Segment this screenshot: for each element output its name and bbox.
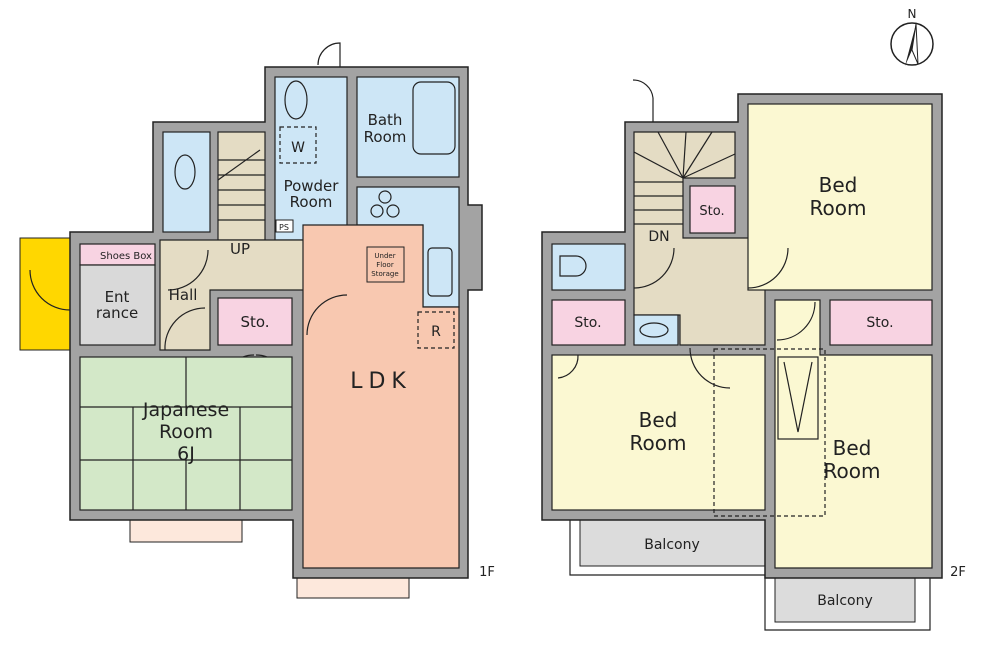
toilet-door-swing — [167, 249, 209, 291]
back-door-swing — [317, 42, 341, 67]
bathtub-icon — [412, 81, 456, 155]
powder-room-label-2: Room — [290, 193, 333, 211]
bedroom-top-door-swing — [747, 247, 789, 289]
porch-step — [19, 237, 73, 351]
dn-label: DN — [648, 229, 669, 245]
storage-right-2f — [829, 299, 933, 346]
floor-2: Balcony Balcony DN Sto. Bed Room Sto. St… — [541, 79, 966, 631]
bedroom-right-label-2: Room — [824, 459, 881, 483]
ps-label: PS — [279, 223, 289, 232]
bath-room-label-2: Room — [364, 128, 407, 146]
storage-stair-label: Sto. — [699, 204, 724, 219]
stove-icon — [370, 190, 400, 218]
ps-box — [275, 219, 294, 233]
bedroom-right-door-swing — [776, 301, 816, 341]
compass: N — [890, 7, 934, 66]
bedroom-left-label-2: Room — [630, 431, 687, 455]
powder-room-label: Powder — [284, 177, 340, 195]
storage-right-label: Sto. — [866, 315, 893, 331]
storage-stair-2f — [689, 185, 736, 234]
north-arrow-icon-half — [911, 23, 919, 65]
washer-label: W — [291, 140, 305, 156]
ldk-door-swing — [306, 294, 348, 336]
japanese-room-label-3: 6J — [177, 443, 195, 465]
bath-room — [356, 76, 460, 178]
balcony-left — [579, 519, 766, 567]
stair-treads-2f — [633, 131, 736, 225]
shoes-box-label: Shoes Box — [100, 251, 152, 262]
attic-ladder-arrow — [783, 361, 813, 433]
toilet-1f — [162, 131, 211, 233]
floor-1-label: 1F — [479, 565, 495, 580]
entrance — [79, 264, 156, 346]
fridge-space — [417, 311, 455, 349]
stairs-1f[interactable] — [217, 131, 266, 241]
stair-door-swing-2f — [632, 79, 654, 122]
entrance-label: Ent — [105, 288, 130, 306]
underfloor-label-2: Floor — [376, 261, 394, 269]
fridge-label: R — [431, 324, 441, 340]
compass-ring — [890, 22, 934, 66]
powder-room — [274, 76, 348, 241]
north-arrow-icon — [905, 24, 916, 66]
balcony-right — [774, 576, 916, 623]
basin-2f — [633, 314, 679, 346]
compass-label: N — [908, 7, 917, 21]
toilet-icon — [174, 154, 196, 190]
toilet-2f-door-swing — [633, 247, 675, 289]
kitchen-sink-icon — [427, 247, 453, 297]
stair-treads — [217, 149, 265, 221]
storage-1f — [217, 297, 293, 346]
floor-2-label: 2F — [950, 565, 966, 580]
tatami-lines — [80, 357, 292, 510]
balcony-rail-left — [569, 520, 765, 576]
underfloor-storage — [366, 246, 405, 283]
japanese-room-label-2: Room — [159, 421, 213, 443]
bedroom-right-label: Bed — [833, 436, 872, 460]
storage-left-2f — [551, 299, 626, 346]
bedroom-left-door-swing — [689, 347, 731, 389]
bedroom-top — [747, 103, 933, 291]
hall-label: Hall — [169, 286, 198, 304]
storage-left-door-swing — [557, 354, 579, 379]
storage-1f-label: Sto. — [240, 313, 269, 331]
japanese-room-label: Japanese — [142, 399, 229, 421]
toilet-2f — [551, 243, 626, 291]
up-label: UP — [230, 240, 250, 258]
underfloor-label: Under — [374, 252, 395, 260]
bedroom-left-label: Bed — [639, 408, 678, 432]
washer-space — [279, 126, 317, 164]
ldk-label: LDK — [350, 369, 412, 394]
entrance-label-2: rance — [96, 304, 138, 322]
balcony-left-label: Balcony — [644, 537, 700, 553]
hall-door-swing — [164, 307, 206, 351]
storage-left-label: Sto. — [574, 315, 601, 331]
balcony-right-label: Balcony — [817, 593, 873, 609]
bedroom-top-label-2: Room — [810, 196, 867, 220]
sink-icon — [284, 80, 308, 120]
bath-room-label: Bath — [368, 111, 403, 129]
balcony-rail-right — [764, 575, 931, 631]
underfloor-label-3: Storage — [371, 270, 398, 278]
bedroom-top-label: Bed — [819, 173, 858, 197]
attic-hatch-outline — [713, 348, 826, 517]
bedroom-left — [551, 354, 766, 511]
basin-icon — [639, 322, 669, 338]
floor-1: W Powder Room PS Bath Room UP Hall Shoes… — [19, 42, 495, 599]
bedroom-right — [774, 299, 933, 569]
attic-ladder-icon — [777, 356, 819, 440]
entry-door-swing — [29, 269, 71, 311]
ldk — [302, 224, 460, 569]
toilet-2f-icon — [559, 255, 587, 277]
